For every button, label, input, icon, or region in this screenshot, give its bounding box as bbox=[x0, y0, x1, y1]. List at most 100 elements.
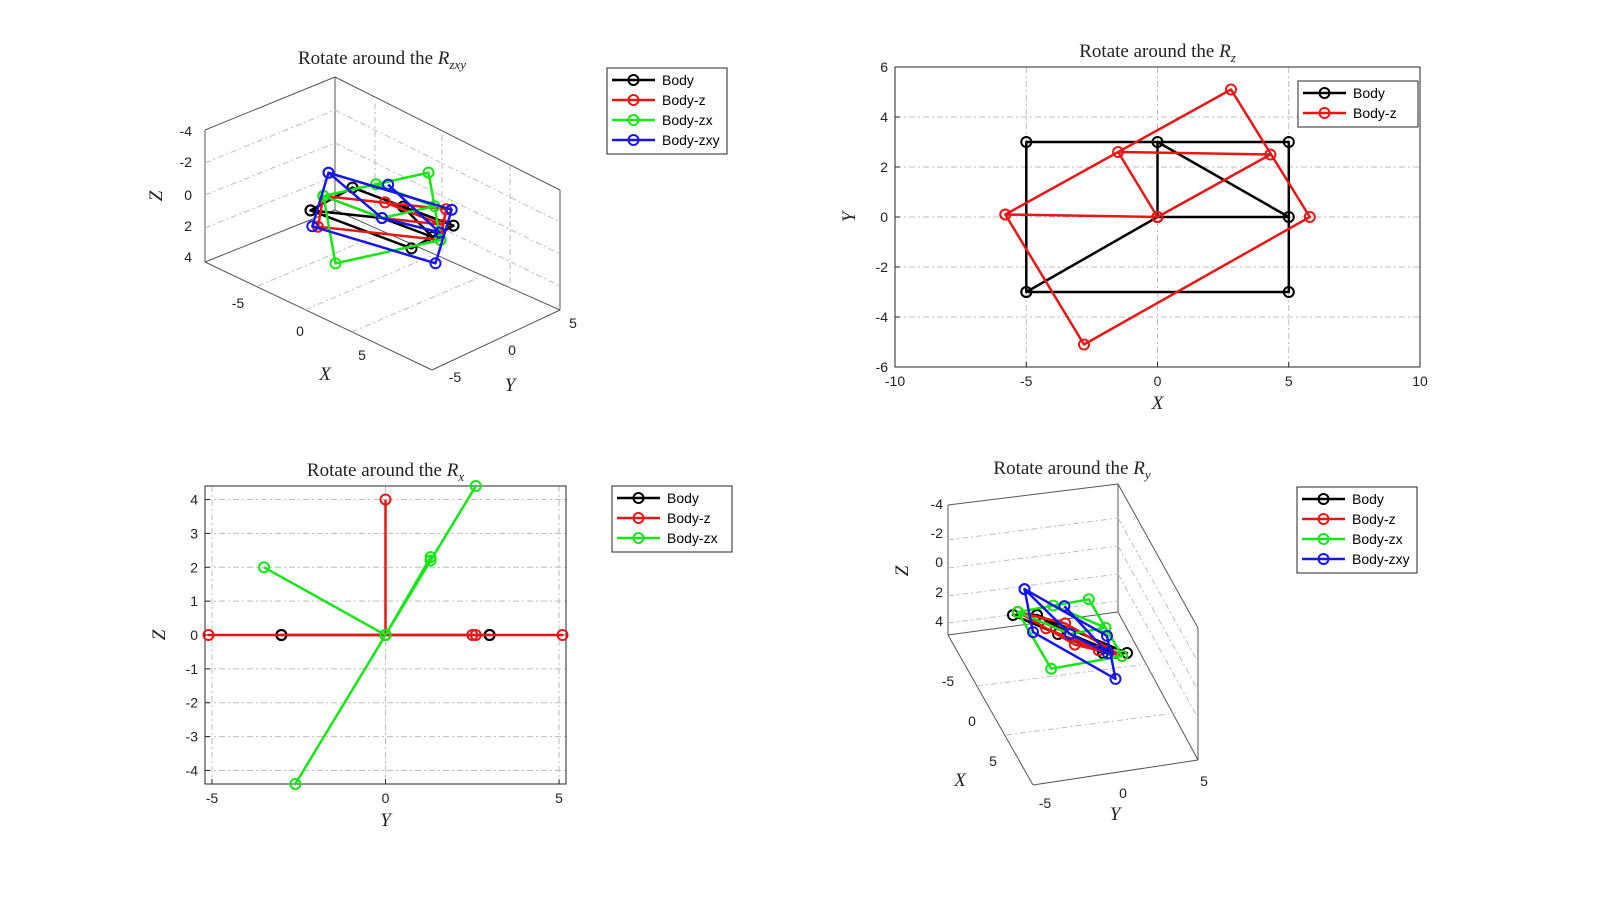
series-body-zxy-point bbox=[1064, 628, 1076, 640]
series-body-z-point bbox=[469, 629, 482, 641]
series-body-zxy-point bbox=[445, 203, 458, 216]
series-body-zx-line bbox=[322, 171, 442, 265]
z-tick-label: 2 bbox=[184, 218, 192, 234]
series-body-zx-line bbox=[263, 484, 478, 786]
series-body-zxy-point bbox=[376, 212, 388, 224]
legend-box bbox=[1297, 80, 1419, 128]
title-text: Rotate around the bbox=[307, 460, 447, 481]
chart-title: Rotate around the Rz bbox=[1079, 41, 1236, 65]
series-body-point bbox=[1151, 136, 1164, 148]
y-tick-label: 5 bbox=[569, 315, 577, 331]
x-tick-label: -5 bbox=[232, 295, 245, 311]
legend-label-body: Body bbox=[1352, 491, 1384, 507]
z-tick-label: 4 bbox=[935, 613, 943, 629]
series-body-zxy-point bbox=[382, 178, 395, 191]
series-body-line bbox=[1025, 140, 1291, 294]
grid-line bbox=[947, 573, 1119, 597]
y-tick-label: 2 bbox=[880, 159, 888, 175]
y-tick-label: 0 bbox=[190, 627, 198, 643]
grid-line bbox=[947, 517, 1119, 541]
y-tick-label: 5 bbox=[1200, 773, 1208, 789]
title-subscript: z bbox=[1230, 50, 1236, 65]
x-tick-label: 0 bbox=[296, 323, 304, 339]
x-tick-label: -5 bbox=[206, 790, 219, 806]
series-body-zxy-point bbox=[1027, 626, 1039, 639]
series-body-z-point bbox=[1112, 146, 1125, 158]
grid-line bbox=[351, 276, 481, 333]
grid-line bbox=[1117, 545, 1199, 691]
x-tick-label: 5 bbox=[358, 347, 366, 363]
x-axis-label: Y bbox=[380, 810, 393, 831]
grid-line bbox=[1005, 712, 1177, 736]
title-subscript: y bbox=[1143, 467, 1151, 482]
legend-label-body-zx: Body-zx bbox=[667, 530, 718, 546]
legend-marker-body bbox=[1317, 493, 1330, 505]
legend-marker-body bbox=[632, 492, 645, 504]
series-body-z-line bbox=[1004, 88, 1312, 346]
y-tick-label: 0 bbox=[508, 342, 516, 358]
y-axis-label: Z bbox=[149, 629, 170, 640]
series-body-z-point bbox=[1068, 638, 1081, 651]
y-tick-label: -3 bbox=[186, 729, 199, 745]
series-body-zx-point bbox=[424, 554, 437, 567]
legend-marker-body bbox=[627, 74, 640, 86]
x-tick-label: 5 bbox=[1285, 373, 1293, 389]
series-body-zxy-point bbox=[1058, 600, 1071, 613]
series-body-zx-point bbox=[379, 629, 392, 641]
frame-edge bbox=[334, 209, 561, 311]
grid-line bbox=[1117, 573, 1199, 719]
chart-title: Rotate around the Rx bbox=[307, 460, 464, 484]
legend-label-body-z: Body-z bbox=[662, 92, 706, 108]
legend-label-body: Body bbox=[1353, 85, 1385, 101]
series-body-zx-point bbox=[1082, 593, 1095, 606]
series-body-zx-point bbox=[1116, 650, 1129, 662]
legend-marker-body-zx bbox=[1317, 533, 1330, 545]
legend-marker-body-zx bbox=[627, 114, 640, 126]
chart-title: Rotate around the Ry bbox=[993, 458, 1150, 482]
series-body-zx-point bbox=[258, 561, 270, 574]
series-body-z-point bbox=[556, 629, 569, 641]
z-tick-label: -4 bbox=[931, 496, 944, 512]
series-body-z-point bbox=[202, 629, 215, 641]
y-tick-label: -5 bbox=[1039, 795, 1052, 811]
frame-edge bbox=[334, 76, 561, 191]
series-body-z-line bbox=[316, 194, 448, 242]
series-body-point bbox=[1282, 286, 1295, 298]
x-tick-label: -5 bbox=[1020, 373, 1033, 389]
series-body-zx-point bbox=[1045, 662, 1058, 675]
series-body-zxy-point bbox=[1109, 672, 1122, 685]
series-body-point bbox=[1020, 136, 1033, 148]
grid-line bbox=[204, 142, 336, 196]
x-tick-label: -10 bbox=[885, 373, 905, 389]
grid-line bbox=[257, 231, 386, 287]
grid-line bbox=[1117, 517, 1199, 663]
y-axis-label: Y bbox=[505, 375, 518, 396]
grid-line bbox=[947, 545, 1119, 569]
series-body-z-point bbox=[1078, 338, 1090, 351]
frame-edge bbox=[1117, 611, 1199, 761]
grid-line bbox=[204, 109, 336, 164]
title-symbol: R bbox=[446, 460, 459, 481]
title-symbol: R bbox=[437, 48, 450, 69]
legend-label-body-zx: Body-zx bbox=[1352, 531, 1403, 547]
y-axis-label: Y bbox=[1110, 804, 1123, 825]
series-body-z-point bbox=[1151, 211, 1164, 223]
frame-edge bbox=[947, 483, 1119, 506]
y-tick-label: -4 bbox=[186, 762, 199, 778]
frame-edge bbox=[204, 261, 433, 371]
title-text: Rotate around the bbox=[298, 48, 438, 69]
legend-marker-body-zxy bbox=[627, 134, 640, 146]
x-axis-label: X bbox=[318, 364, 332, 385]
x-tick-label: 5 bbox=[989, 753, 997, 769]
x-tick-label: 10 bbox=[1412, 373, 1428, 389]
series-body-z-point bbox=[1264, 148, 1277, 161]
legend-label-body: Body bbox=[662, 72, 694, 88]
series-body-zx-point bbox=[1047, 599, 1060, 612]
z-tick-label: 4 bbox=[184, 249, 192, 265]
legend-label-body-z: Body-z bbox=[1352, 511, 1396, 527]
series-body-zx-point bbox=[1011, 606, 1024, 618]
z-tick-label: -4 bbox=[180, 123, 193, 139]
series-body-z-point bbox=[1303, 211, 1316, 223]
